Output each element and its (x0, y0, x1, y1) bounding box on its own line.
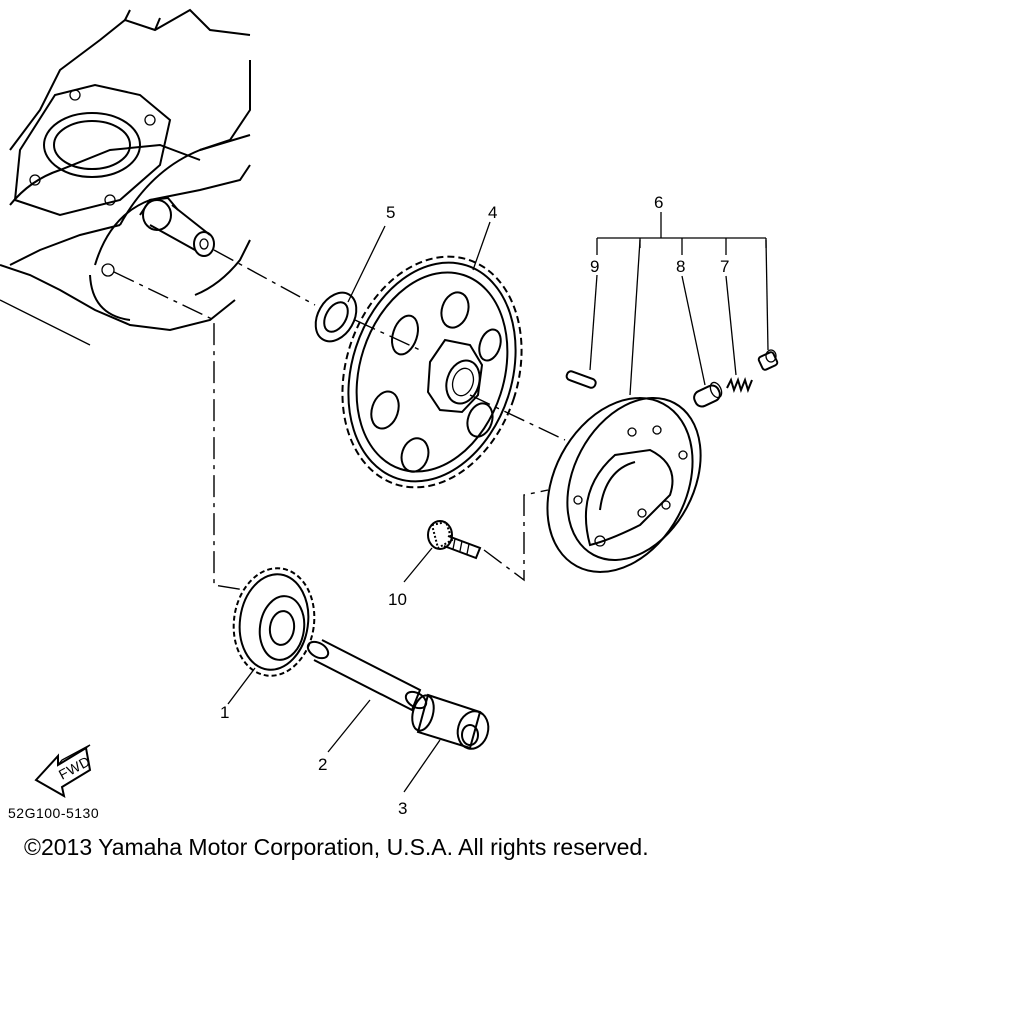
fwd-arrow-icon: FWD (34, 744, 93, 798)
washer-part-5 (314, 291, 358, 343)
pin-part-9 (565, 370, 597, 389)
callout-8: 8 (676, 257, 685, 276)
bolt-part-10 (427, 520, 482, 560)
engine-crankcase (0, 8, 251, 346)
callout-5: 5 (386, 203, 395, 222)
callout-2: 2 (318, 755, 327, 774)
bushing-part-3 (411, 693, 490, 750)
callout-4: 4 (488, 203, 497, 222)
starter-clutch-assembly-part-6 (546, 397, 702, 573)
callout-10: 10 (388, 590, 407, 609)
idler-gear-part-1 (232, 567, 316, 677)
callout-3: 3 (398, 799, 407, 818)
callout-7: 7 (720, 257, 729, 276)
shaft-part-2 (306, 639, 428, 712)
starter-wheel-gear-part-4 (341, 255, 523, 489)
plunger-cap (757, 349, 779, 371)
fwd-label: FWD (56, 753, 93, 783)
leader-lines (227, 212, 769, 793)
callout-9: 9 (590, 257, 599, 276)
diagram-code: 52G100-5130 (8, 805, 99, 821)
callout-1: 1 (220, 703, 229, 722)
callout-6: 6 (654, 193, 663, 212)
roller-part-8 (693, 381, 723, 408)
spring-part-7 (726, 376, 753, 394)
copyright-notice: ©2013 Yamaha Motor Corporation, U.S.A. A… (24, 834, 649, 860)
